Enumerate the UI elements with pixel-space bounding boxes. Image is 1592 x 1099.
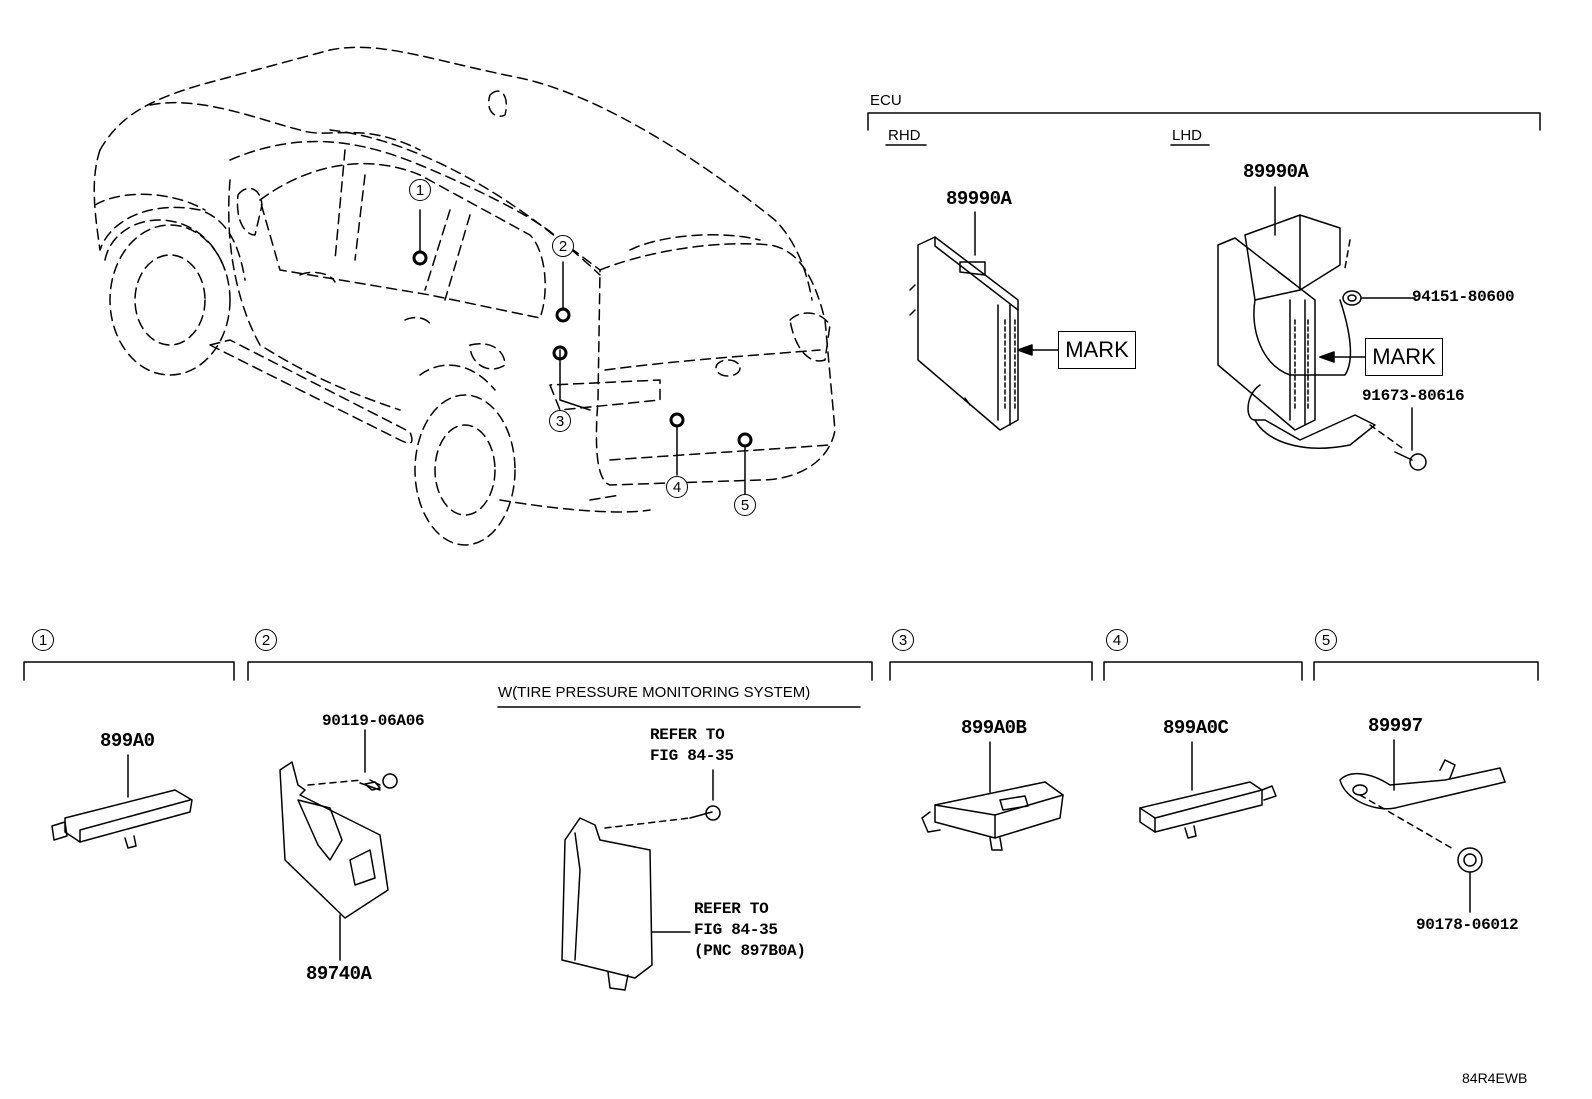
tpms-module-drawing xyxy=(561,769,721,991)
part-90119-06A06-label: 90119-06A06 xyxy=(322,712,425,730)
part-899A0C-drawing xyxy=(1139,741,1277,839)
tpms-condition: W(TIRE PRESSURE MONITORING SYSTEM) xyxy=(498,684,811,701)
part-899A0-label: 899A0 xyxy=(100,730,155,752)
figure-code: 84R4EWB xyxy=(1462,1070,1528,1086)
part-899A0C-label: 899A0C xyxy=(1163,717,1229,739)
lhd-ecu-part-number: 89990A xyxy=(1243,161,1309,183)
vehicle-illustration xyxy=(93,46,836,546)
rhd-mark-box: MARK xyxy=(1058,331,1136,369)
refer-bottom-line2: FIG 84-35 xyxy=(694,921,778,939)
rhd-ecu-part-number: 89990A xyxy=(946,188,1012,210)
rhd-label: RHD xyxy=(888,127,921,144)
part-89997-label: 89997 xyxy=(1368,715,1423,737)
lhd-mark-box: MARK xyxy=(1365,338,1443,376)
section-3-number: 3 xyxy=(892,629,914,651)
refer-bottom-line1: REFER TO xyxy=(694,900,769,918)
ecu-title: ECU xyxy=(870,92,902,109)
ecu-bracket xyxy=(867,112,1541,131)
lhd-ecu-drawing xyxy=(1217,186,1427,471)
callout-1: 1 xyxy=(409,179,431,201)
section-2-number: 2 xyxy=(255,629,277,651)
callout-2: 2 xyxy=(552,235,574,257)
section-5-number: 5 xyxy=(1315,629,1337,651)
part-89740A-label: 89740A xyxy=(306,963,372,985)
refer-bottom-line3: (PNC 897B0A) xyxy=(694,942,806,960)
section-4-number: 4 xyxy=(1106,629,1128,651)
refer-top-line1: REFER TO xyxy=(650,726,725,744)
refer-top-line2: FIG 84-35 xyxy=(650,747,734,765)
rhd-ecu-drawing xyxy=(909,211,1059,431)
part-899A0-drawing xyxy=(51,754,193,849)
part-90178-06012-label: 90178-06012 xyxy=(1416,916,1519,934)
sensor-locations xyxy=(412,250,753,448)
part-899A0B-label: 899A0B xyxy=(961,717,1027,739)
section-5-bracket xyxy=(1313,661,1539,681)
callout-3: 3 xyxy=(549,410,571,432)
callout-4: 4 xyxy=(666,476,688,498)
section-1-number: 1 xyxy=(32,629,54,651)
section-2-bracket xyxy=(247,661,873,681)
part-89740A-drawing xyxy=(279,729,398,961)
section-4-bracket xyxy=(1103,661,1303,681)
lhd-label: LHD xyxy=(1172,127,1203,144)
section-1-bracket xyxy=(23,661,235,681)
callout-5: 5 xyxy=(734,494,756,516)
part-89997-drawing xyxy=(1339,739,1506,913)
bolt-part-number: 91673-80616 xyxy=(1362,387,1465,405)
section-3-bracket xyxy=(889,661,1093,681)
nut-part-number: 94151-80600 xyxy=(1412,288,1515,306)
part-899A0B-drawing xyxy=(921,741,1064,851)
